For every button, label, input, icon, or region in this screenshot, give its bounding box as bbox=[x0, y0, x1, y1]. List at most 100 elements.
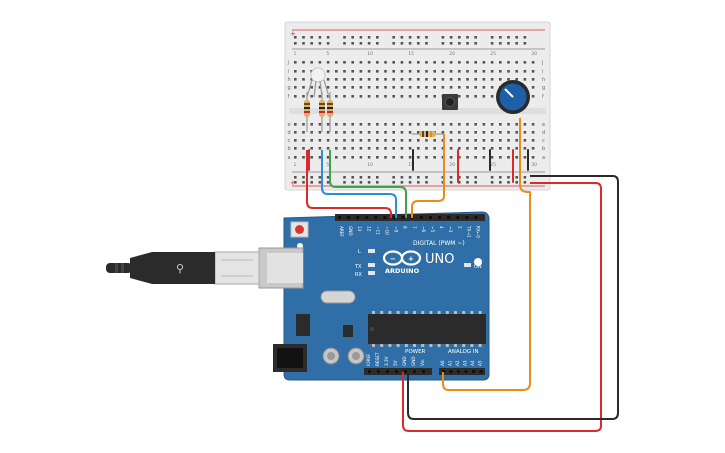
bb-hole[interactable] bbox=[302, 86, 305, 89]
rail-hole[interactable] bbox=[302, 181, 305, 184]
bb-hole[interactable] bbox=[490, 78, 494, 81]
bb-hole[interactable] bbox=[326, 95, 330, 98]
rail-hole[interactable] bbox=[490, 42, 494, 45]
bb-hole[interactable] bbox=[318, 86, 322, 89]
rail-hole[interactable] bbox=[523, 36, 527, 39]
rail-hole[interactable] bbox=[400, 176, 404, 179]
bb-hole[interactable] bbox=[425, 156, 428, 159]
rail-hole[interactable] bbox=[490, 176, 494, 179]
bb-hole[interactable] bbox=[417, 123, 420, 126]
bb-hole[interactable] bbox=[523, 61, 527, 64]
rail-hole[interactable] bbox=[351, 181, 354, 184]
bb-hole[interactable] bbox=[474, 86, 477, 89]
bb-hole[interactable] bbox=[531, 139, 535, 142]
bb-hole[interactable] bbox=[367, 156, 371, 159]
bb-hole[interactable] bbox=[466, 95, 469, 98]
header-pin[interactable] bbox=[429, 216, 432, 219]
bb-hole[interactable] bbox=[326, 139, 330, 142]
bb-hole[interactable] bbox=[310, 86, 313, 89]
bb-hole[interactable] bbox=[466, 147, 469, 150]
rail-hole[interactable] bbox=[400, 42, 404, 45]
bb-hole[interactable] bbox=[408, 131, 412, 134]
bb-hole[interactable] bbox=[515, 147, 518, 150]
bb-hole[interactable] bbox=[408, 95, 412, 98]
header-pin[interactable] bbox=[386, 370, 389, 373]
bb-hole[interactable] bbox=[326, 70, 330, 73]
bb-hole[interactable] bbox=[441, 61, 445, 64]
rail-hole[interactable] bbox=[318, 176, 322, 179]
bb-hole[interactable] bbox=[359, 78, 363, 81]
bb-hole[interactable] bbox=[507, 78, 510, 81]
rail-hole[interactable] bbox=[499, 176, 502, 179]
bb-hole[interactable] bbox=[490, 131, 494, 134]
bb-hole[interactable] bbox=[376, 139, 379, 142]
bb-hole[interactable] bbox=[490, 70, 494, 73]
rail-hole[interactable] bbox=[359, 36, 363, 39]
bb-hole[interactable] bbox=[466, 78, 469, 81]
bb-hole[interactable] bbox=[302, 78, 305, 81]
bb-hole[interactable] bbox=[367, 139, 371, 142]
bb-hole[interactable] bbox=[458, 139, 461, 142]
bb-hole[interactable] bbox=[343, 61, 346, 64]
rail-hole[interactable] bbox=[351, 36, 354, 39]
header-pin[interactable] bbox=[422, 370, 425, 373]
bb-hole[interactable] bbox=[449, 61, 453, 64]
bb-hole[interactable] bbox=[400, 147, 404, 150]
bb-hole[interactable] bbox=[343, 156, 346, 159]
bb-hole[interactable] bbox=[392, 61, 395, 64]
bb-hole[interactable] bbox=[310, 78, 313, 81]
bb-hole[interactable] bbox=[417, 78, 420, 81]
bb-hole[interactable] bbox=[515, 78, 518, 81]
bb-hole[interactable] bbox=[359, 70, 363, 73]
bb-hole[interactable] bbox=[433, 139, 436, 142]
bb-hole[interactable] bbox=[523, 70, 527, 73]
rail-hole[interactable] bbox=[417, 36, 420, 39]
bb-hole[interactable] bbox=[343, 131, 346, 134]
rail-hole[interactable] bbox=[326, 42, 330, 45]
bb-hole[interactable] bbox=[408, 70, 412, 73]
rail-hole[interactable] bbox=[523, 176, 527, 179]
bb-hole[interactable] bbox=[400, 131, 404, 134]
bb-hole[interactable] bbox=[482, 131, 486, 134]
bb-hole[interactable] bbox=[294, 95, 297, 98]
bb-hole[interactable] bbox=[523, 156, 527, 159]
bb-hole[interactable] bbox=[490, 61, 494, 64]
header-pin[interactable] bbox=[457, 370, 460, 373]
bb-hole[interactable] bbox=[294, 139, 297, 142]
bb-hole[interactable] bbox=[384, 147, 387, 150]
bb-hole[interactable] bbox=[310, 156, 313, 159]
bb-hole[interactable] bbox=[294, 70, 297, 73]
bb-hole[interactable] bbox=[490, 123, 494, 126]
bb-hole[interactable] bbox=[499, 70, 502, 73]
rail-hole[interactable] bbox=[458, 176, 461, 179]
bb-hole[interactable] bbox=[531, 131, 535, 134]
rail-hole[interactable] bbox=[359, 176, 363, 179]
rail-hole[interactable] bbox=[351, 176, 354, 179]
bb-hole[interactable] bbox=[523, 139, 527, 142]
header-pin[interactable] bbox=[395, 370, 398, 373]
rail-hole[interactable] bbox=[474, 36, 477, 39]
rail-hole[interactable] bbox=[343, 176, 346, 179]
bb-hole[interactable] bbox=[384, 78, 387, 81]
header-pin[interactable] bbox=[419, 216, 423, 219]
bb-hole[interactable] bbox=[367, 131, 371, 134]
rail-hole[interactable] bbox=[359, 181, 363, 184]
bb-hole[interactable] bbox=[351, 156, 354, 159]
rail-hole[interactable] bbox=[310, 181, 313, 184]
bb-hole[interactable] bbox=[531, 156, 535, 159]
bb-hole[interactable] bbox=[482, 86, 486, 89]
bb-hole[interactable] bbox=[367, 61, 371, 64]
bb-hole[interactable] bbox=[499, 123, 502, 126]
bb-hole[interactable] bbox=[359, 147, 363, 150]
bb-hole[interactable] bbox=[326, 61, 330, 64]
rail-hole[interactable] bbox=[351, 42, 354, 45]
bb-hole[interactable] bbox=[376, 131, 379, 134]
bb-hole[interactable] bbox=[335, 139, 338, 142]
header-pin[interactable] bbox=[368, 370, 371, 373]
bb-hole[interactable] bbox=[490, 95, 494, 98]
bb-hole[interactable] bbox=[490, 86, 494, 89]
rail-hole[interactable] bbox=[367, 36, 371, 39]
bb-hole[interactable] bbox=[302, 156, 305, 159]
bb-hole[interactable] bbox=[318, 156, 322, 159]
header-pin[interactable] bbox=[472, 370, 475, 373]
